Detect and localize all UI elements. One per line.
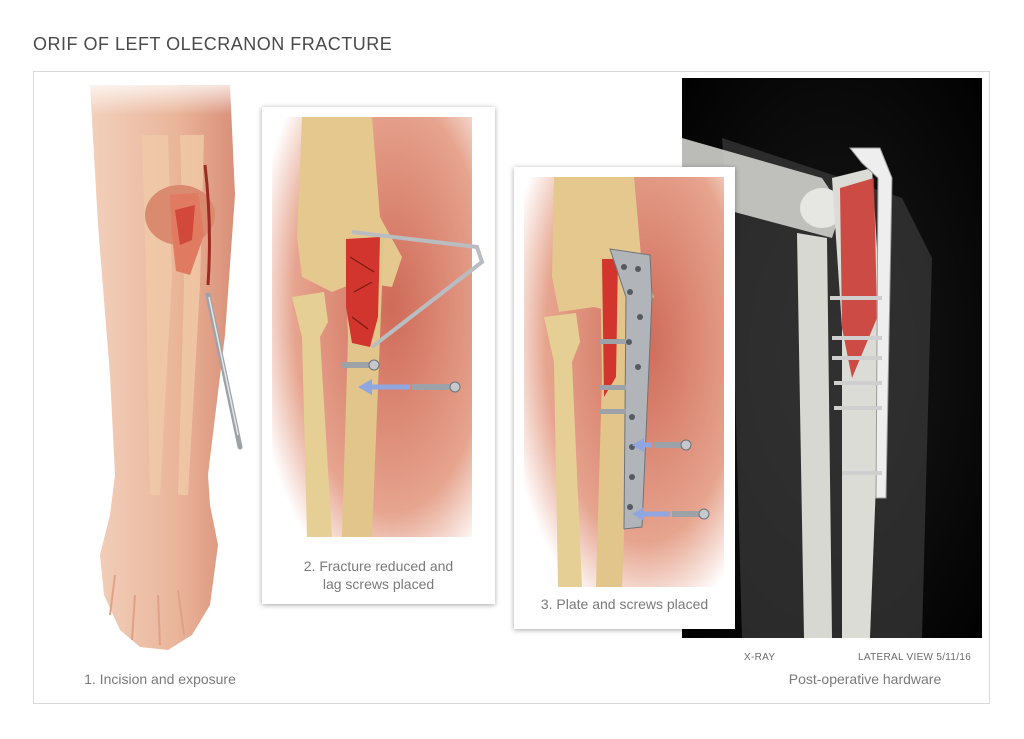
panel-plate-screws: 3. Plate and screws placed [514,167,735,629]
forearm-illustration [80,75,260,650]
panel-incision [80,75,260,665]
page-title: ORIF OF LEFT OLECRANON FRACTURE [33,34,393,54]
panel-fracture-reduced: 2. Fracture reduced and lag screws place… [262,107,495,604]
caption-incision: 1. Incision and exposure [84,671,236,687]
caption-fracture-line2: lag screws placed [322,576,435,592]
caption-post-op: Post-operative hardware [788,671,942,687]
xray-label: X-RAY [744,652,776,663]
caption-fracture-line1: 2. Fracture reduced and [303,558,454,574]
plate-screws-illustration [524,177,724,587]
lateral-view-label: LATERAL VIEW 5/11/16 [858,652,972,663]
caption-plate-screws: 3. Plate and screws placed [540,596,709,612]
fracture-reduced-illustration [272,117,485,537]
